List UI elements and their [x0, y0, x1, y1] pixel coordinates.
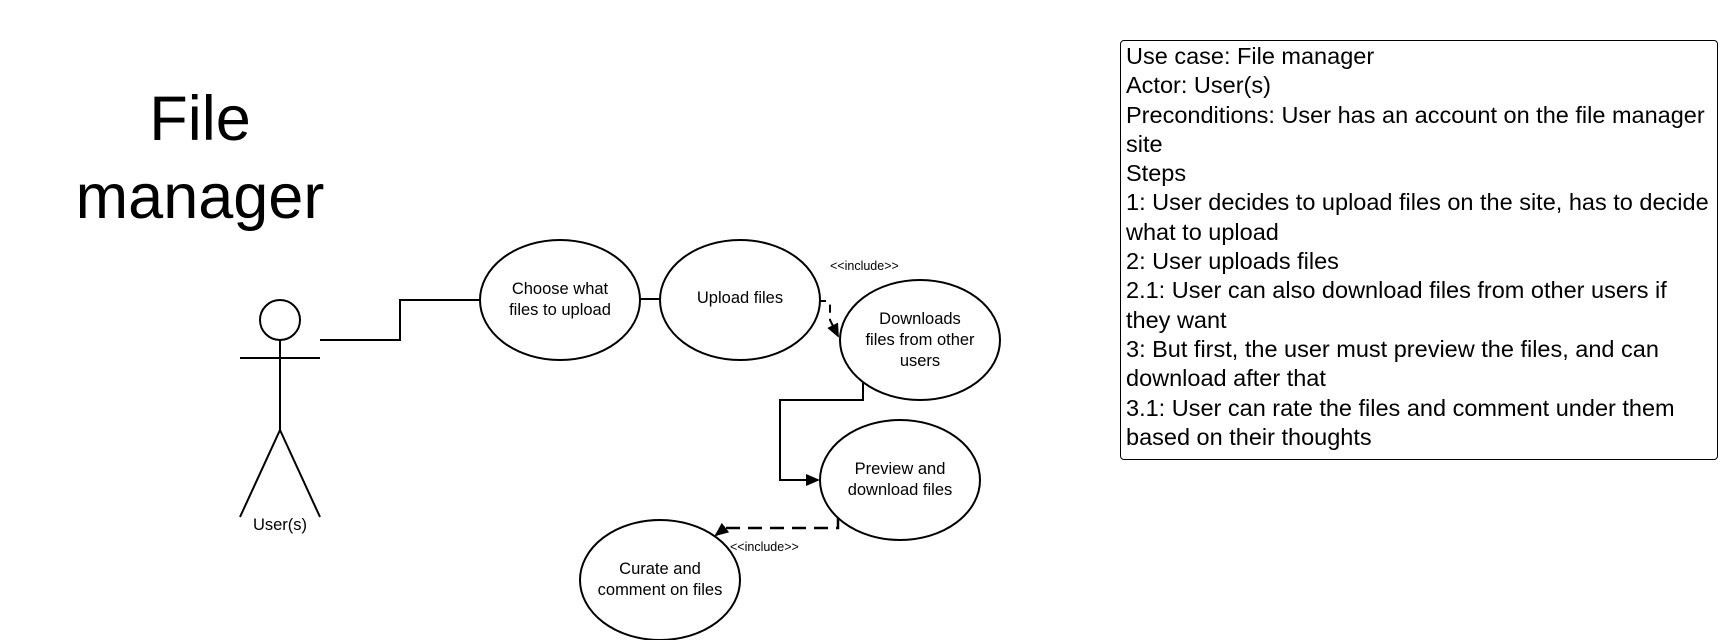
use-case-preview-ellipse	[819, 419, 981, 541]
actor-left-leg	[239, 429, 281, 518]
title-line-1: File	[149, 84, 251, 154]
spec-line-use-case: Use case: File manager	[1126, 43, 1375, 69]
title-line-2: manager	[75, 162, 325, 232]
use-case-choose-ellipse	[479, 239, 641, 361]
spec-line-step-3: 3: But first, the user must preview the …	[1126, 335, 1659, 392]
use-case-curate-ellipse	[579, 519, 741, 640]
spec-line-step-2: 2: User uploads files	[1126, 248, 1339, 275]
use-case-downloads-ellipse	[839, 279, 1001, 401]
association-downloads-preview	[779, 383, 864, 486]
spec-line-steps: Steps	[1126, 160, 1187, 187]
use-case-preview-label: Preview and download files	[847, 460, 953, 499]
actor-stick-figure	[239, 299, 321, 518]
diagram-title: File manager	[40, 80, 360, 236]
include-label-top: <<include>>	[830, 259, 899, 273]
actor-right-leg	[279, 429, 321, 518]
actor-label: User(s)	[252, 516, 308, 534]
use-case-downloads-label: Downloads files from other users	[865, 309, 975, 370]
use-case-choose-label: Choose what files to upload	[509, 280, 611, 319]
use-case-upload-ellipse	[659, 239, 821, 361]
use-case-curate-label: Curate and comment on files	[597, 560, 723, 599]
spec-line-preconditions: Preconditions: User has an account on th…	[1126, 101, 1705, 157]
use-case-spec-box: Use case: File manager Actor: User(s) Pr…	[1120, 40, 1718, 460]
association-actor-choose	[320, 299, 480, 341]
spec-line-step-2-1: 2.1: User can also download files from o…	[1126, 277, 1667, 333]
spec-line-step-3-1: 3.1: User can rate the files and comment…	[1126, 394, 1675, 450]
spec-line-actor: Actor: User(s)	[1126, 72, 1271, 99]
actor-head	[259, 299, 301, 341]
use-case-upload-label: Upload files	[696, 288, 784, 307]
include-preview-curate	[714, 516, 840, 537]
include-label-bottom: <<include>>	[730, 540, 799, 554]
include-upload-downloads	[818, 300, 839, 338]
spec-line-step-1: 1: User decides to upload files on the s…	[1126, 189, 1709, 245]
